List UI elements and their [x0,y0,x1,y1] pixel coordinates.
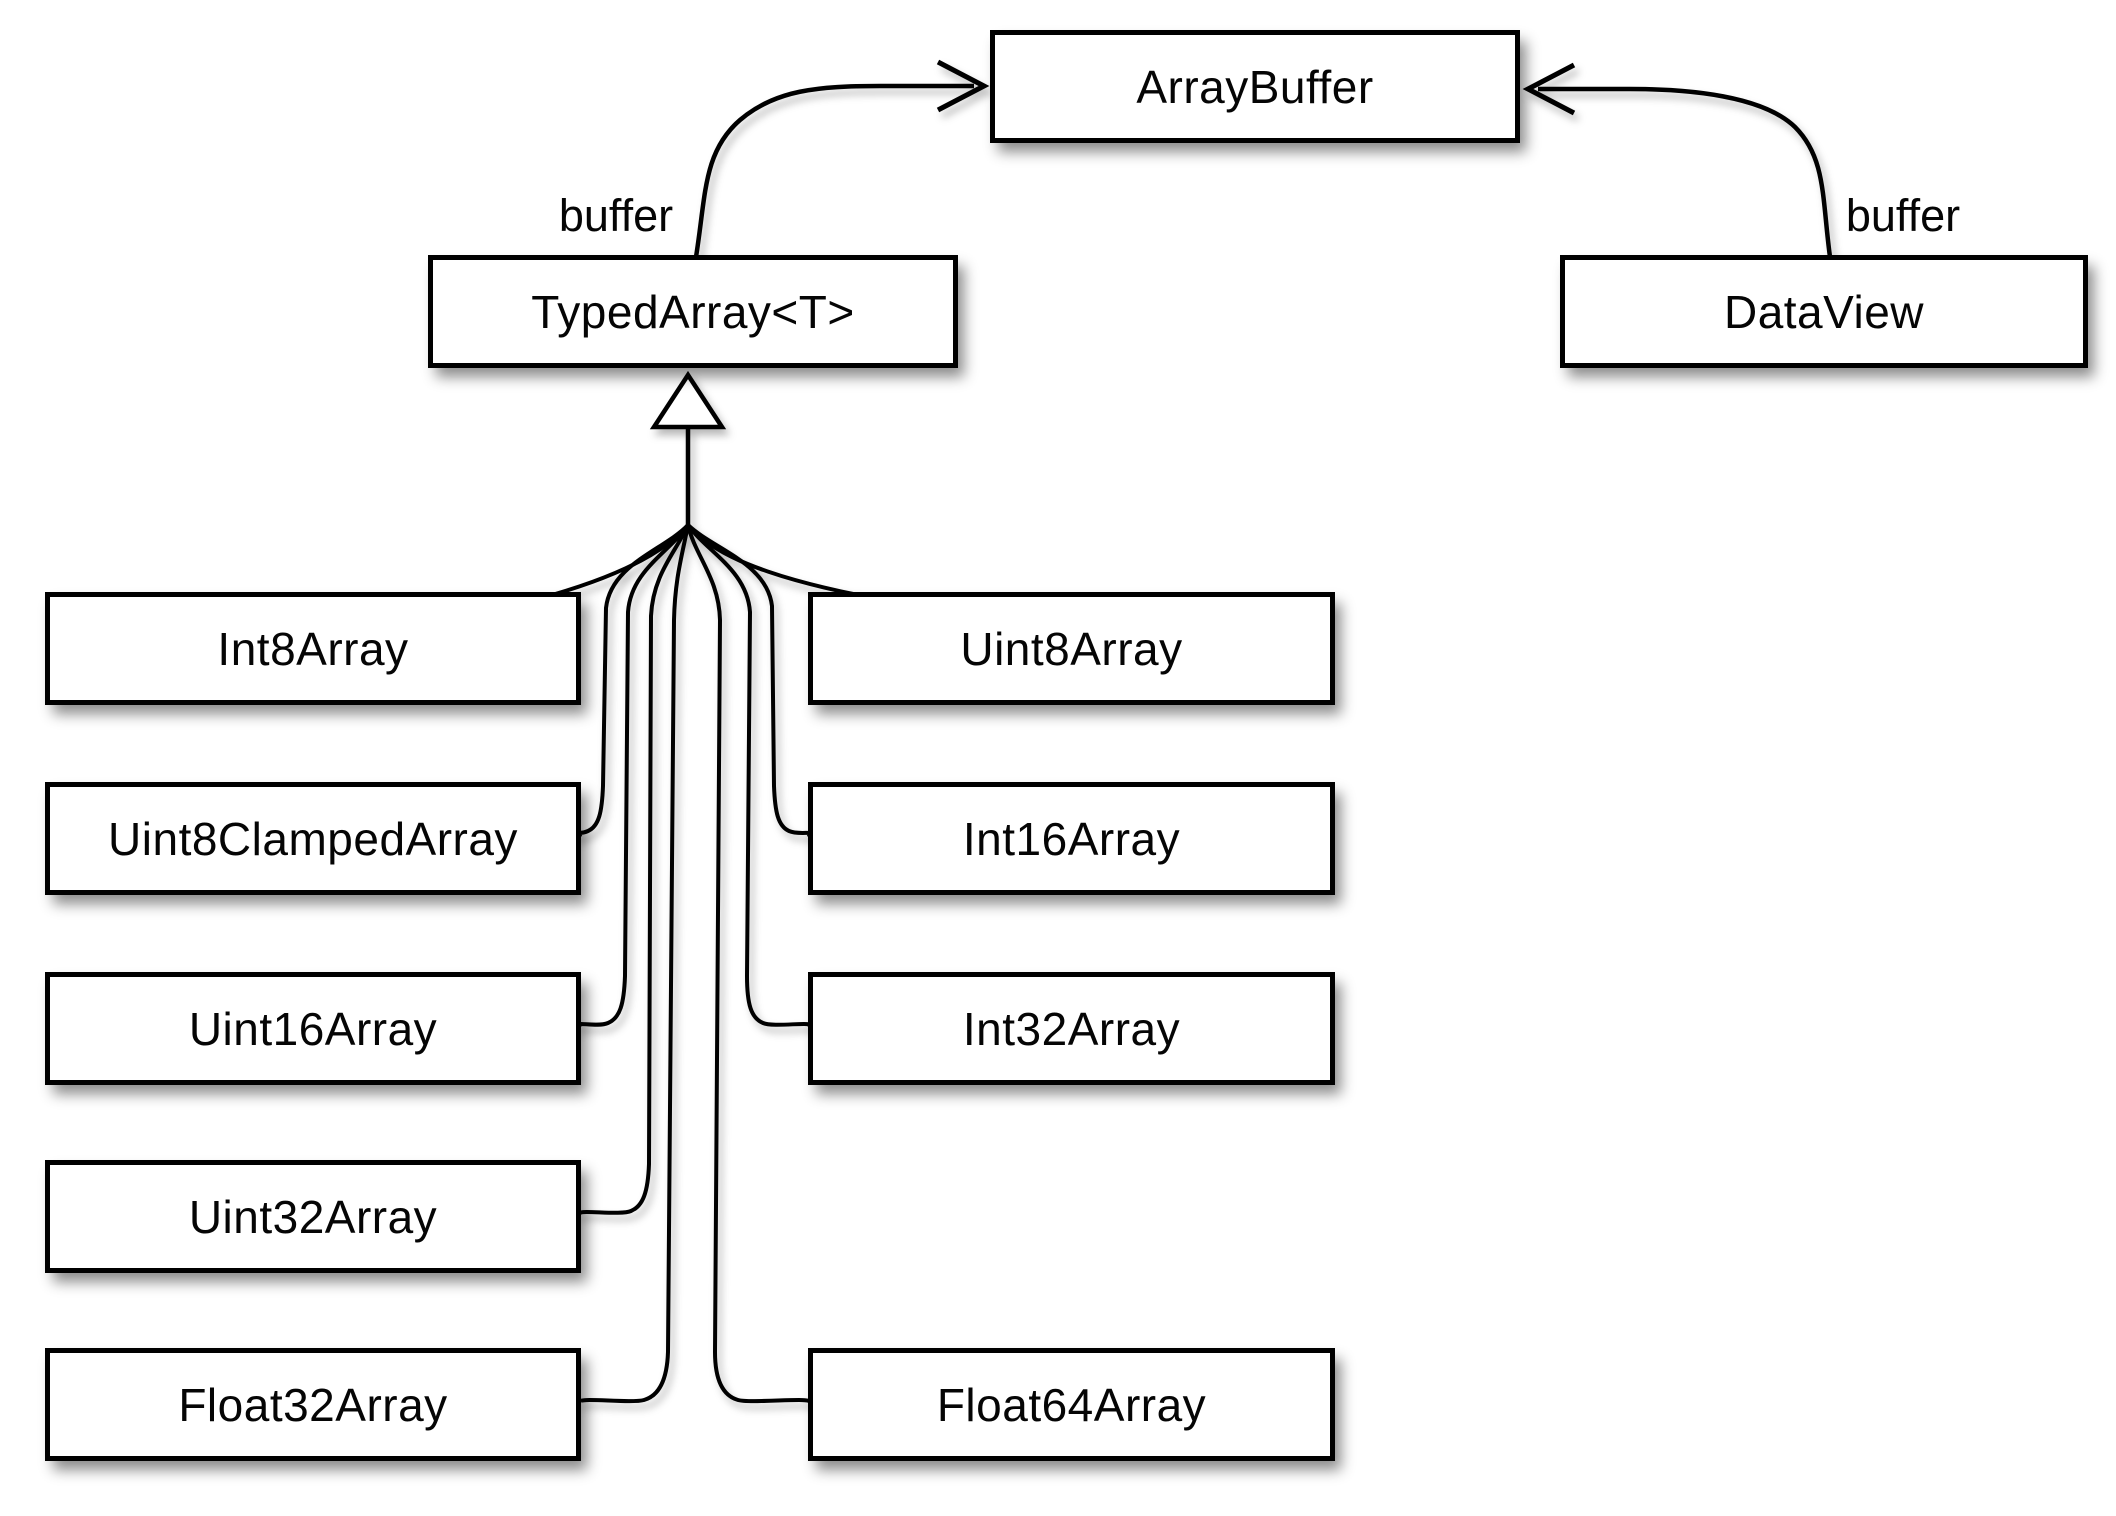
generalization-triangle [649,370,727,430]
node-float32array: Float32Array [45,1348,581,1461]
node-uint8clampedarray: Uint8ClampedArray [45,782,581,895]
edge-int32array [686,523,812,1029]
edge-dataview-to-arraybuffer [1522,62,1833,258]
node-int32array: Int32Array [808,972,1335,1085]
node-dataview-label: DataView [1723,285,1925,338]
arrowhead-into-arraybuffer-right [1522,62,1576,116]
edge-uint16array [576,523,690,1029]
edge-label-buffer-dataview: buffer [1845,190,1961,241]
node-int8array-label: Int8Array [217,622,409,675]
node-int32array-label: Int32Array [962,1002,1181,1055]
node-uint32array-label: Uint32Array [188,1190,438,1243]
node-uint16array-label: Uint16Array [188,1002,438,1055]
node-int8array: Int8Array [45,592,581,705]
edge-typedarray-to-arraybuffer [693,59,990,258]
node-uint16array: Uint16Array [45,972,581,1085]
node-uint8array-label: Uint8Array [960,622,1183,675]
node-uint32array: Uint32Array [45,1160,581,1273]
node-arraybuffer: ArrayBuffer [990,30,1520,143]
inheritance-edges [551,523,859,1405]
generalization-stem [649,370,727,525]
node-typedarray-label: TypedArray<T> [531,285,855,338]
node-typedarray: TypedArray<T> [428,255,958,368]
node-dataview: DataView [1560,255,2088,368]
edge-uint32array [577,524,690,1217]
node-float64array-label: Float64Array [936,1378,1207,1431]
edge-float64array [686,524,812,1405]
node-int16array-label: Int16Array [962,812,1181,865]
node-arraybuffer-label: ArrayBuffer [1136,60,1374,113]
node-float64array: Float64Array [808,1348,1335,1461]
node-int16array: Int16Array [808,782,1335,895]
node-uint8array: Uint8Array [808,592,1335,705]
node-uint8clampedarray-label: Uint8ClampedArray [108,812,518,865]
arrowhead-into-arraybuffer-left [936,59,990,113]
node-float32array-label: Float32Array [178,1378,448,1431]
edge-float32array [578,524,690,1405]
edge-label-buffer-typedarray: buffer [558,190,674,241]
edge-int16array [686,523,814,839]
